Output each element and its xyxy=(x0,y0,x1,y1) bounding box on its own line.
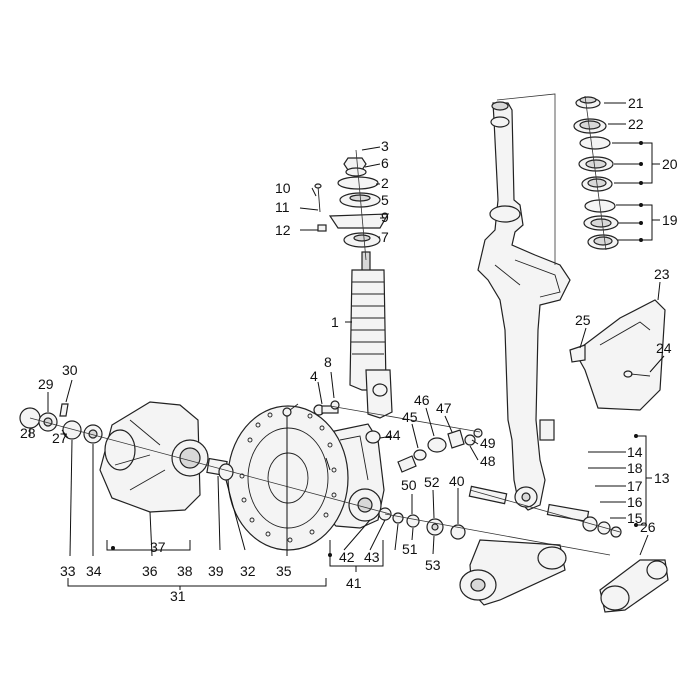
seal-42-43 xyxy=(378,507,404,524)
callout-22: 22 xyxy=(628,116,644,132)
callout-27: 27 xyxy=(52,430,68,446)
callout-34: 34 xyxy=(86,563,102,579)
callout-23: 23 xyxy=(654,266,670,282)
callout-33: 33 xyxy=(60,563,76,579)
callout-8: 8 xyxy=(324,354,332,370)
callout-20: 20 xyxy=(662,156,678,172)
callout-51: 51 xyxy=(402,541,418,557)
callout-43: 43 xyxy=(364,549,380,565)
callout-36: 36 xyxy=(142,563,158,579)
clip-47 xyxy=(447,429,465,449)
washer-2 xyxy=(337,176,379,190)
callout-50: 50 xyxy=(401,477,417,493)
steering-column xyxy=(477,101,571,511)
callout-17: 17 xyxy=(627,478,643,494)
bracket-25 xyxy=(569,344,586,363)
sensor-46 xyxy=(427,437,447,453)
bolt-4 xyxy=(313,404,339,416)
bearing-ring-22 xyxy=(573,118,607,134)
callout-18: 18 xyxy=(627,460,643,476)
callout-40: 40 xyxy=(449,473,465,489)
callout-30: 30 xyxy=(62,362,78,378)
callout-7: 7 xyxy=(381,229,389,245)
pin-30 xyxy=(59,403,69,417)
bracket-dots xyxy=(111,141,643,557)
wheel-hub xyxy=(99,401,209,513)
callout-47: 47 xyxy=(436,400,452,416)
callout-52: 52 xyxy=(424,474,440,490)
callout-28: 28 xyxy=(20,425,36,441)
callout-39: 39 xyxy=(208,563,224,579)
callout-29: 29 xyxy=(38,376,54,392)
callout-16: 16 xyxy=(627,494,643,510)
callout-2: 2 xyxy=(381,175,389,191)
callout-labels: 3 6 2 5 9 7 10 11 12 1 4 8 21 22 20 19 2… xyxy=(20,95,678,604)
callout-41: 41 xyxy=(346,575,362,591)
shock-absorber xyxy=(349,251,393,419)
callout-13: 13 xyxy=(654,470,670,486)
bush-7 xyxy=(343,232,381,248)
callout-4: 4 xyxy=(310,368,318,384)
callout-15: 15 xyxy=(627,510,643,526)
callout-35: 35 xyxy=(276,563,292,579)
washer-6 xyxy=(345,167,367,177)
pin-set-13 xyxy=(468,485,622,538)
callout-48: 48 xyxy=(480,453,496,469)
callout-44: 44 xyxy=(385,427,401,443)
spacer-50-53 xyxy=(406,514,466,540)
callout-9: 9 xyxy=(381,209,389,225)
bearing-set-20 xyxy=(578,136,614,192)
bolt-44 xyxy=(397,455,417,473)
bearing-34 xyxy=(83,424,103,444)
plate-9 xyxy=(328,213,390,229)
callout-32: 32 xyxy=(240,563,256,579)
swing-link xyxy=(459,539,567,606)
callout-19: 19 xyxy=(662,212,678,228)
callout-10: 10 xyxy=(275,180,291,196)
callout-14: 14 xyxy=(627,444,643,460)
brake-disc xyxy=(227,405,349,551)
callout-21: 21 xyxy=(628,95,644,111)
screw-24 xyxy=(623,370,651,378)
callout-1: 1 xyxy=(331,314,339,330)
callout-11: 11 xyxy=(275,199,290,215)
nut-12 xyxy=(317,224,327,232)
callout-49: 49 xyxy=(480,435,496,451)
washer-27 xyxy=(62,420,82,440)
callout-26: 26 xyxy=(640,519,656,535)
callout-45: 45 xyxy=(402,409,418,425)
callout-37: 37 xyxy=(150,539,166,555)
callout-31: 31 xyxy=(170,588,186,604)
washer-8 xyxy=(330,400,340,410)
washer-45 xyxy=(413,449,427,461)
callout-5: 5 xyxy=(381,192,389,208)
nut-48 xyxy=(464,434,476,446)
callout-25: 25 xyxy=(575,312,591,328)
callout-42: 42 xyxy=(339,549,355,565)
swing-link-26 xyxy=(599,559,669,613)
screw-10 xyxy=(314,183,322,213)
callout-6: 6 xyxy=(381,155,389,171)
nut-29 xyxy=(38,412,58,432)
fork-cover-23 xyxy=(574,299,666,411)
callout-12: 12 xyxy=(275,222,291,238)
leader-lines xyxy=(29,102,665,590)
callout-46: 46 xyxy=(414,392,430,408)
callout-38: 38 xyxy=(177,563,193,579)
callout-24: 24 xyxy=(656,340,672,356)
callout-53: 53 xyxy=(425,557,441,573)
assembly-axes xyxy=(29,93,621,556)
bearing-set-19 xyxy=(583,199,619,250)
callout-3: 3 xyxy=(381,138,389,154)
bearing-ring-21 xyxy=(575,96,601,109)
